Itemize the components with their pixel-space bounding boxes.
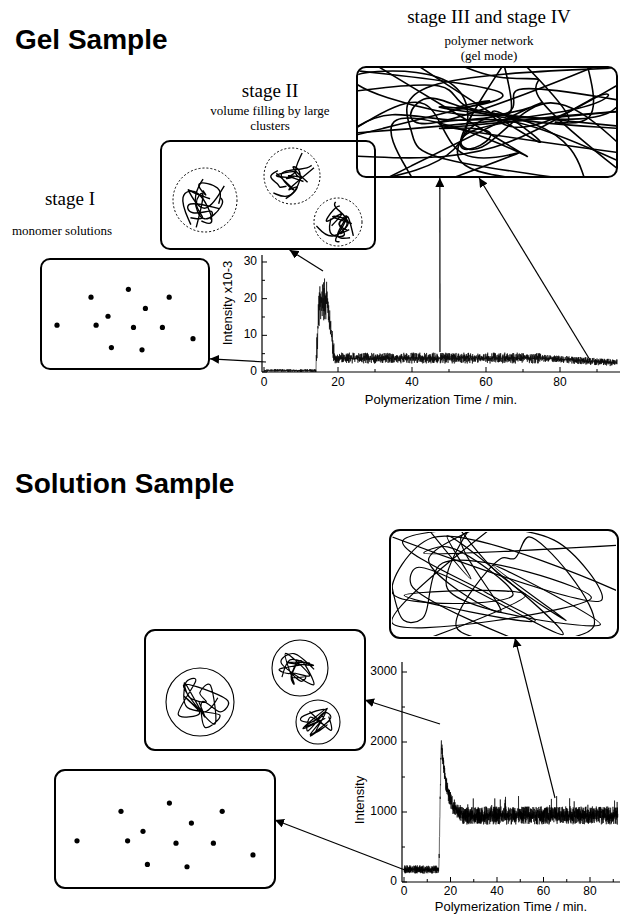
stage-heading: stage I [45, 188, 95, 210]
tick-label: 0 [250, 365, 257, 379]
monomer-dots [54, 287, 195, 353]
cluster [183, 179, 225, 227]
stage-box: stage Imonomer solutions [40, 258, 210, 370]
stage-box [145, 630, 365, 750]
coiled-chain [178, 678, 228, 727]
stage-box: stage III and stage IVpolymer network (g… [356, 66, 618, 178]
stage-description: monomer solutions [12, 224, 112, 239]
tick-label: 30 [244, 255, 257, 269]
intensity-trace [404, 740, 618, 873]
tick-label: 40 [405, 376, 418, 390]
y-axis [401, 662, 402, 882]
intensity-trace [264, 279, 617, 372]
polymer-network [392, 532, 616, 636]
axis-title: Polymerization Time / min. [435, 900, 587, 915]
tick-label: 10 [244, 328, 257, 342]
stage-heading: stage III and stage IV [407, 6, 571, 28]
leader-arrow [515, 638, 555, 798]
stage-description: volume filling by large clusters [210, 104, 330, 134]
cluster [316, 202, 353, 242]
tick-label: 2000 [370, 735, 397, 749]
coiled-chain [279, 653, 314, 685]
tick-label: 60 [479, 376, 492, 390]
y-axis [261, 255, 262, 372]
monomer-dots [74, 800, 255, 869]
cluster-outline [264, 148, 320, 204]
tick-label: 20 [444, 885, 457, 899]
tick-label: 20 [331, 376, 344, 390]
axis-title: Intensity [353, 776, 368, 824]
tick-label: 80 [583, 885, 596, 899]
section-heading: Gel Sample [15, 24, 168, 56]
leader-arrow [275, 820, 410, 872]
tick-label: 80 [553, 376, 566, 390]
tick-label: 0 [261, 376, 268, 390]
cluster-outline [173, 168, 237, 232]
coil-outline [272, 640, 328, 696]
connector-arrow [439, 178, 440, 352]
tick-label: 0 [390, 875, 397, 889]
tick-label: 0 [401, 885, 408, 899]
stage-box [55, 770, 275, 888]
leader-arrow [365, 700, 440, 724]
x-axis [402, 881, 620, 882]
coil-outline [166, 668, 234, 736]
tick-label: 40 [490, 885, 503, 899]
coil-outline [296, 700, 340, 744]
tick-label: 3000 [370, 665, 397, 679]
stage-box: stage IIvolume filling by large clusters [160, 140, 376, 250]
tick-label: 1000 [370, 805, 397, 819]
section-heading: Solution Sample [15, 468, 234, 500]
tick-label: 60 [537, 885, 550, 899]
tick-label: 20 [244, 292, 257, 306]
cluster [271, 153, 314, 199]
connector-arrow [290, 250, 323, 271]
axis-title: Intensity x10-3 [221, 261, 236, 346]
axis-title: Polymerization Time / min. [365, 393, 517, 408]
coiled-chain [300, 708, 331, 736]
stage-description: polymer network (gel mode) [433, 34, 545, 64]
stage-heading: stage II [242, 80, 298, 102]
polymer-network [358, 68, 616, 176]
connector-arrow [210, 359, 266, 362]
cluster-outline [314, 198, 362, 246]
connector-arrow [479, 178, 590, 360]
